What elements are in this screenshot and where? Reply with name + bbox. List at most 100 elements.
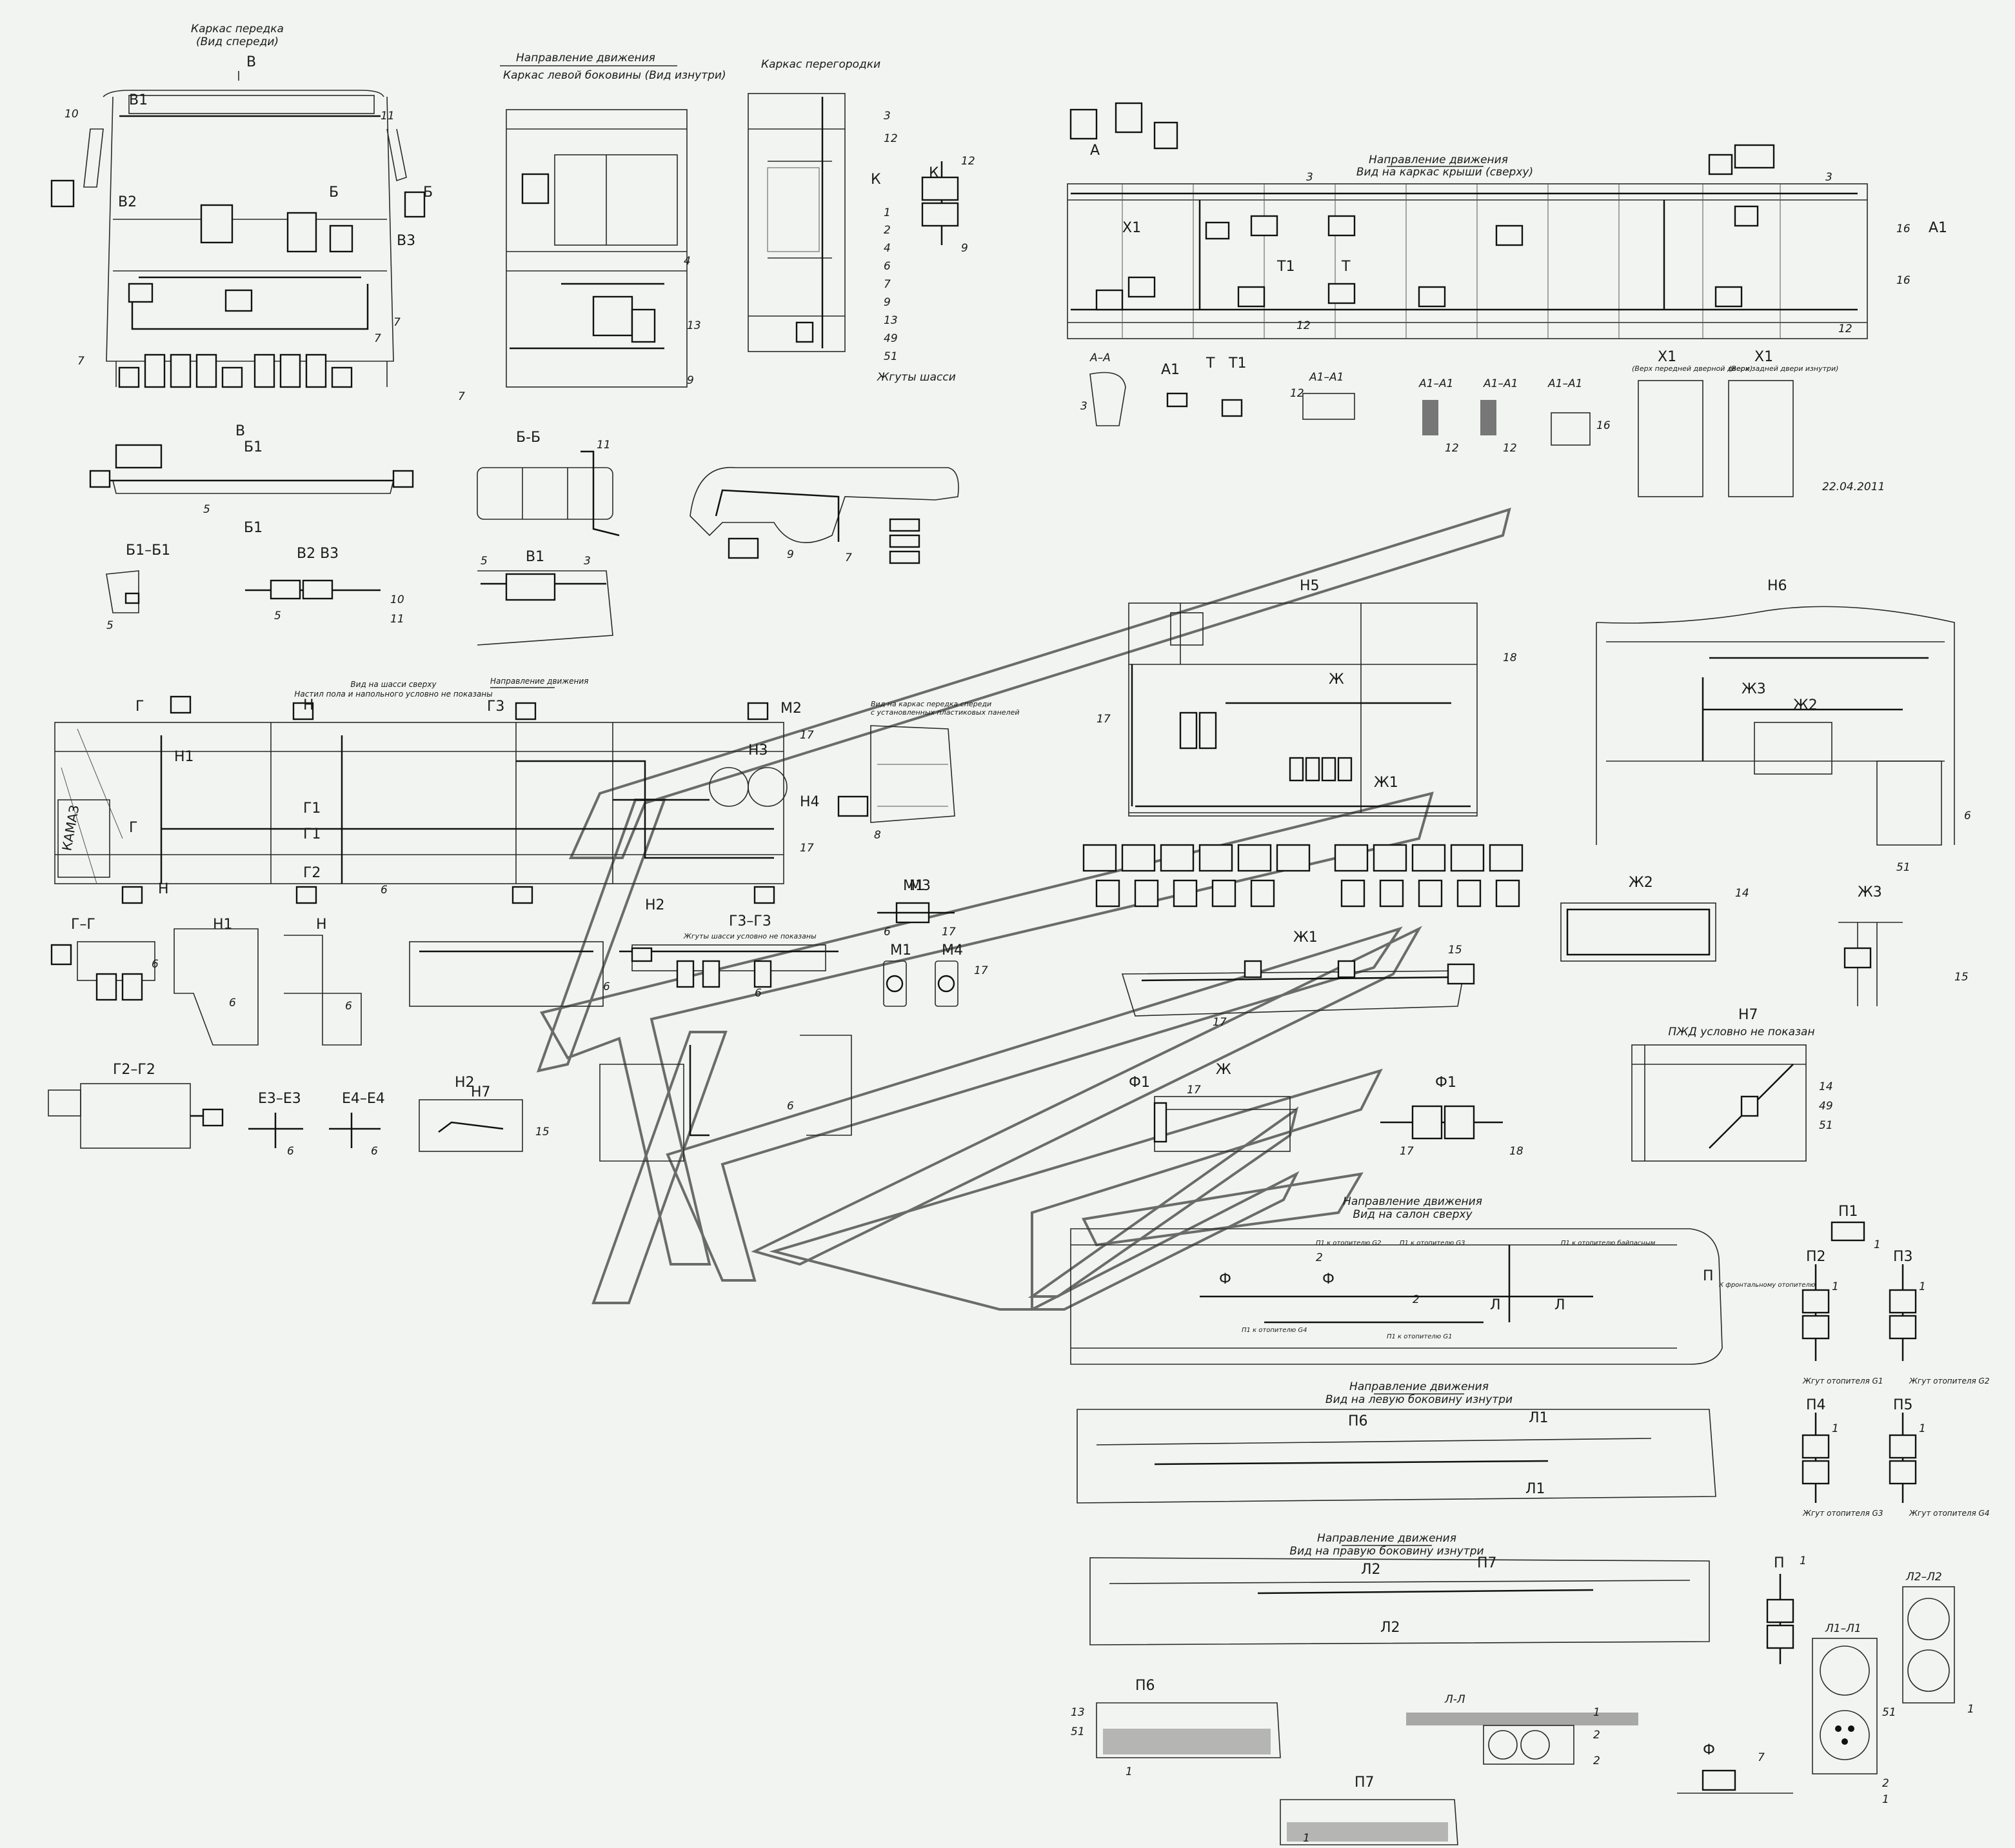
callout-13: 13 <box>687 319 701 332</box>
zh3-title: Ж3 <box>1858 884 1882 900</box>
chassis-direction: Направление движения <box>490 677 588 686</box>
front-frame-title: Каркас передка <box>191 23 284 35</box>
label-v2: В2 <box>118 194 137 210</box>
label-t: Т <box>1341 259 1351 275</box>
callout-15: 15 <box>535 1126 550 1138</box>
partition-title: Каркас перегородки <box>761 58 880 71</box>
tag-front-heater: К фронтальному отопителю <box>1719 1282 1815 1289</box>
label-g3: Г3 <box>487 699 504 715</box>
label-l1-top: Л1 <box>1529 1410 1549 1426</box>
label-f2: Ф <box>1322 1271 1335 1287</box>
section-n1: Н1 <box>213 917 233 933</box>
callout-3b: 3 <box>1825 171 1832 184</box>
label-g2: Г2 <box>303 865 321 881</box>
detail-b1-title: В1 <box>526 549 544 565</box>
front-cover-view: Вид на каркас передка спереди с установл… <box>837 700 1019 842</box>
callout-12a: 12 <box>1290 387 1304 400</box>
chassis-view: Вид на шасси сверху Настил пола и наполь… <box>54 677 924 913</box>
front-connector-row <box>118 353 353 388</box>
f1-left-mark: Ж <box>1216 1062 1231 1078</box>
left-wall-view: Направление движения Вид на левую бокови… <box>1077 1380 1716 1504</box>
label-p: П <box>1703 1268 1714 1284</box>
bumper-cut-bottom: Б1 <box>244 520 263 536</box>
callout-12b: 12 <box>1838 323 1852 335</box>
roof-view: Направление движения Вид на каркас крыши… <box>1067 102 1947 339</box>
left-side-direction: Направление движения <box>516 52 655 65</box>
callout-9: 9 <box>687 374 694 387</box>
section-a1-a1-4: А1–А1 <box>1547 377 1582 390</box>
callout-6f: 6 <box>884 926 891 939</box>
callout-7c: 7 <box>77 355 84 368</box>
section-g3-g3: Г3–Г3 <box>729 913 771 929</box>
callout-6e: 6 <box>603 980 610 993</box>
section-n2: Н2 <box>455 1075 475 1091</box>
fuse-connector-row <box>1082 844 1524 908</box>
callout-7: 7 <box>884 278 891 291</box>
label-g-mid: Г <box>129 820 137 836</box>
section-g-g: Г–Г <box>71 917 95 933</box>
section-a1-a1-3: А1–А1 <box>1483 377 1518 390</box>
f1-left-view: Ф1 Ж 17 <box>1129 1062 1296 1152</box>
label-n-bottom: Н <box>158 881 169 897</box>
x1-left-note: (Верх передней дверной двери) <box>1632 364 1752 373</box>
section-e3-e3: Е3–Е3 <box>258 1091 301 1107</box>
harness-g3: Жгут отопителя G3 <box>1802 1509 1883 1518</box>
salon-direction: Направление движения <box>1343 1195 1482 1208</box>
watermark-logo <box>536 508 1511 1311</box>
label-n3: Н3 <box>748 742 768 759</box>
label-f: Ф <box>1703 1742 1715 1758</box>
section-a1-a1-1: А1–А1 <box>1309 371 1344 384</box>
tag-g1: П1 к отопителю G1 <box>1387 1333 1452 1340</box>
chassis-title: Вид на шасси сверху <box>350 680 437 689</box>
label-p2: П2 <box>1806 1249 1826 1265</box>
label-l2-top: Л2 <box>1361 1562 1381 1578</box>
callout-51: 51 <box>1882 1706 1896 1719</box>
label-zh3: Ж3 <box>1742 681 1766 697</box>
callout-51: 51 <box>1896 861 1911 874</box>
harness-g1: Жгут отопителя G1 <box>1802 1376 1883 1386</box>
callout-2b: 2 <box>1593 1754 1600 1767</box>
label-p1: П1 <box>1838 1204 1858 1220</box>
right-wall-direction: Направление движения <box>1317 1532 1456 1545</box>
section-n: Н <box>316 917 327 933</box>
label-g1-bottom: Г1 <box>303 826 321 842</box>
left-mirror-connector <box>50 179 75 208</box>
zh1-title: Ж1 <box>1293 929 1318 946</box>
f1-left-title: Ф1 <box>1129 1075 1150 1091</box>
partition-callouts: 3 12 К 1 2 4 6 7 9 13 49 51 Жгуты шасси <box>871 110 956 384</box>
section-x1-left: Х1 <box>1658 349 1676 365</box>
callout-7a: 7 <box>393 316 401 329</box>
section-b1-b1: Б1–Б1 5 <box>106 542 170 632</box>
tag-g4: П1 к отопителю G4 <box>1242 1327 1307 1334</box>
callout-12b: 12 <box>1445 442 1459 455</box>
label-zh1: Ж1 <box>1374 775 1398 791</box>
roof-title: Вид на каркас крыши (сверху) <box>1356 166 1533 179</box>
bottom-details: П6 13 51 1 П7 1 Л-Л 1 2 2 Ф 7 П 1 Л2–Л2 … <box>1071 1555 1974 1845</box>
bumper-mark: В <box>235 423 245 439</box>
callout-17b: 17 <box>974 964 988 977</box>
callout-2d: 2 <box>1882 1777 1889 1790</box>
callout-6: 6 <box>381 884 388 897</box>
callout-6: 6 <box>884 260 891 273</box>
h6-title: Н6 <box>1767 578 1787 594</box>
label-v3: В3 <box>397 233 415 249</box>
mid-rear-sections: 6 <box>599 1035 852 1162</box>
callout-49: 49 <box>884 332 898 345</box>
label-n4: Н4 <box>800 794 820 810</box>
section-b-b: Б-Б 11 <box>477 430 620 537</box>
callout-8: 8 <box>874 829 881 842</box>
callout-16: 16 <box>1596 419 1611 432</box>
roof-connectors <box>1069 102 1775 311</box>
section-m3: М3 <box>909 878 931 894</box>
section-t: Т <box>1206 355 1215 372</box>
callout-2: 2 <box>884 224 891 237</box>
left-wall-title: Вид на левую боковину изнутри <box>1325 1393 1513 1406</box>
label-n1: Н1 <box>174 749 194 765</box>
callout-51: 51 <box>1819 1119 1833 1132</box>
front-cover-title: Вид на каркас передка спереди <box>871 700 991 708</box>
h7-title: Н7 <box>1738 1007 1758 1023</box>
h7-note: ПЖД условно не показан <box>1668 1026 1814 1038</box>
label-g1-top: Г1 <box>303 800 321 817</box>
label-p7: П7 <box>1355 1774 1375 1791</box>
